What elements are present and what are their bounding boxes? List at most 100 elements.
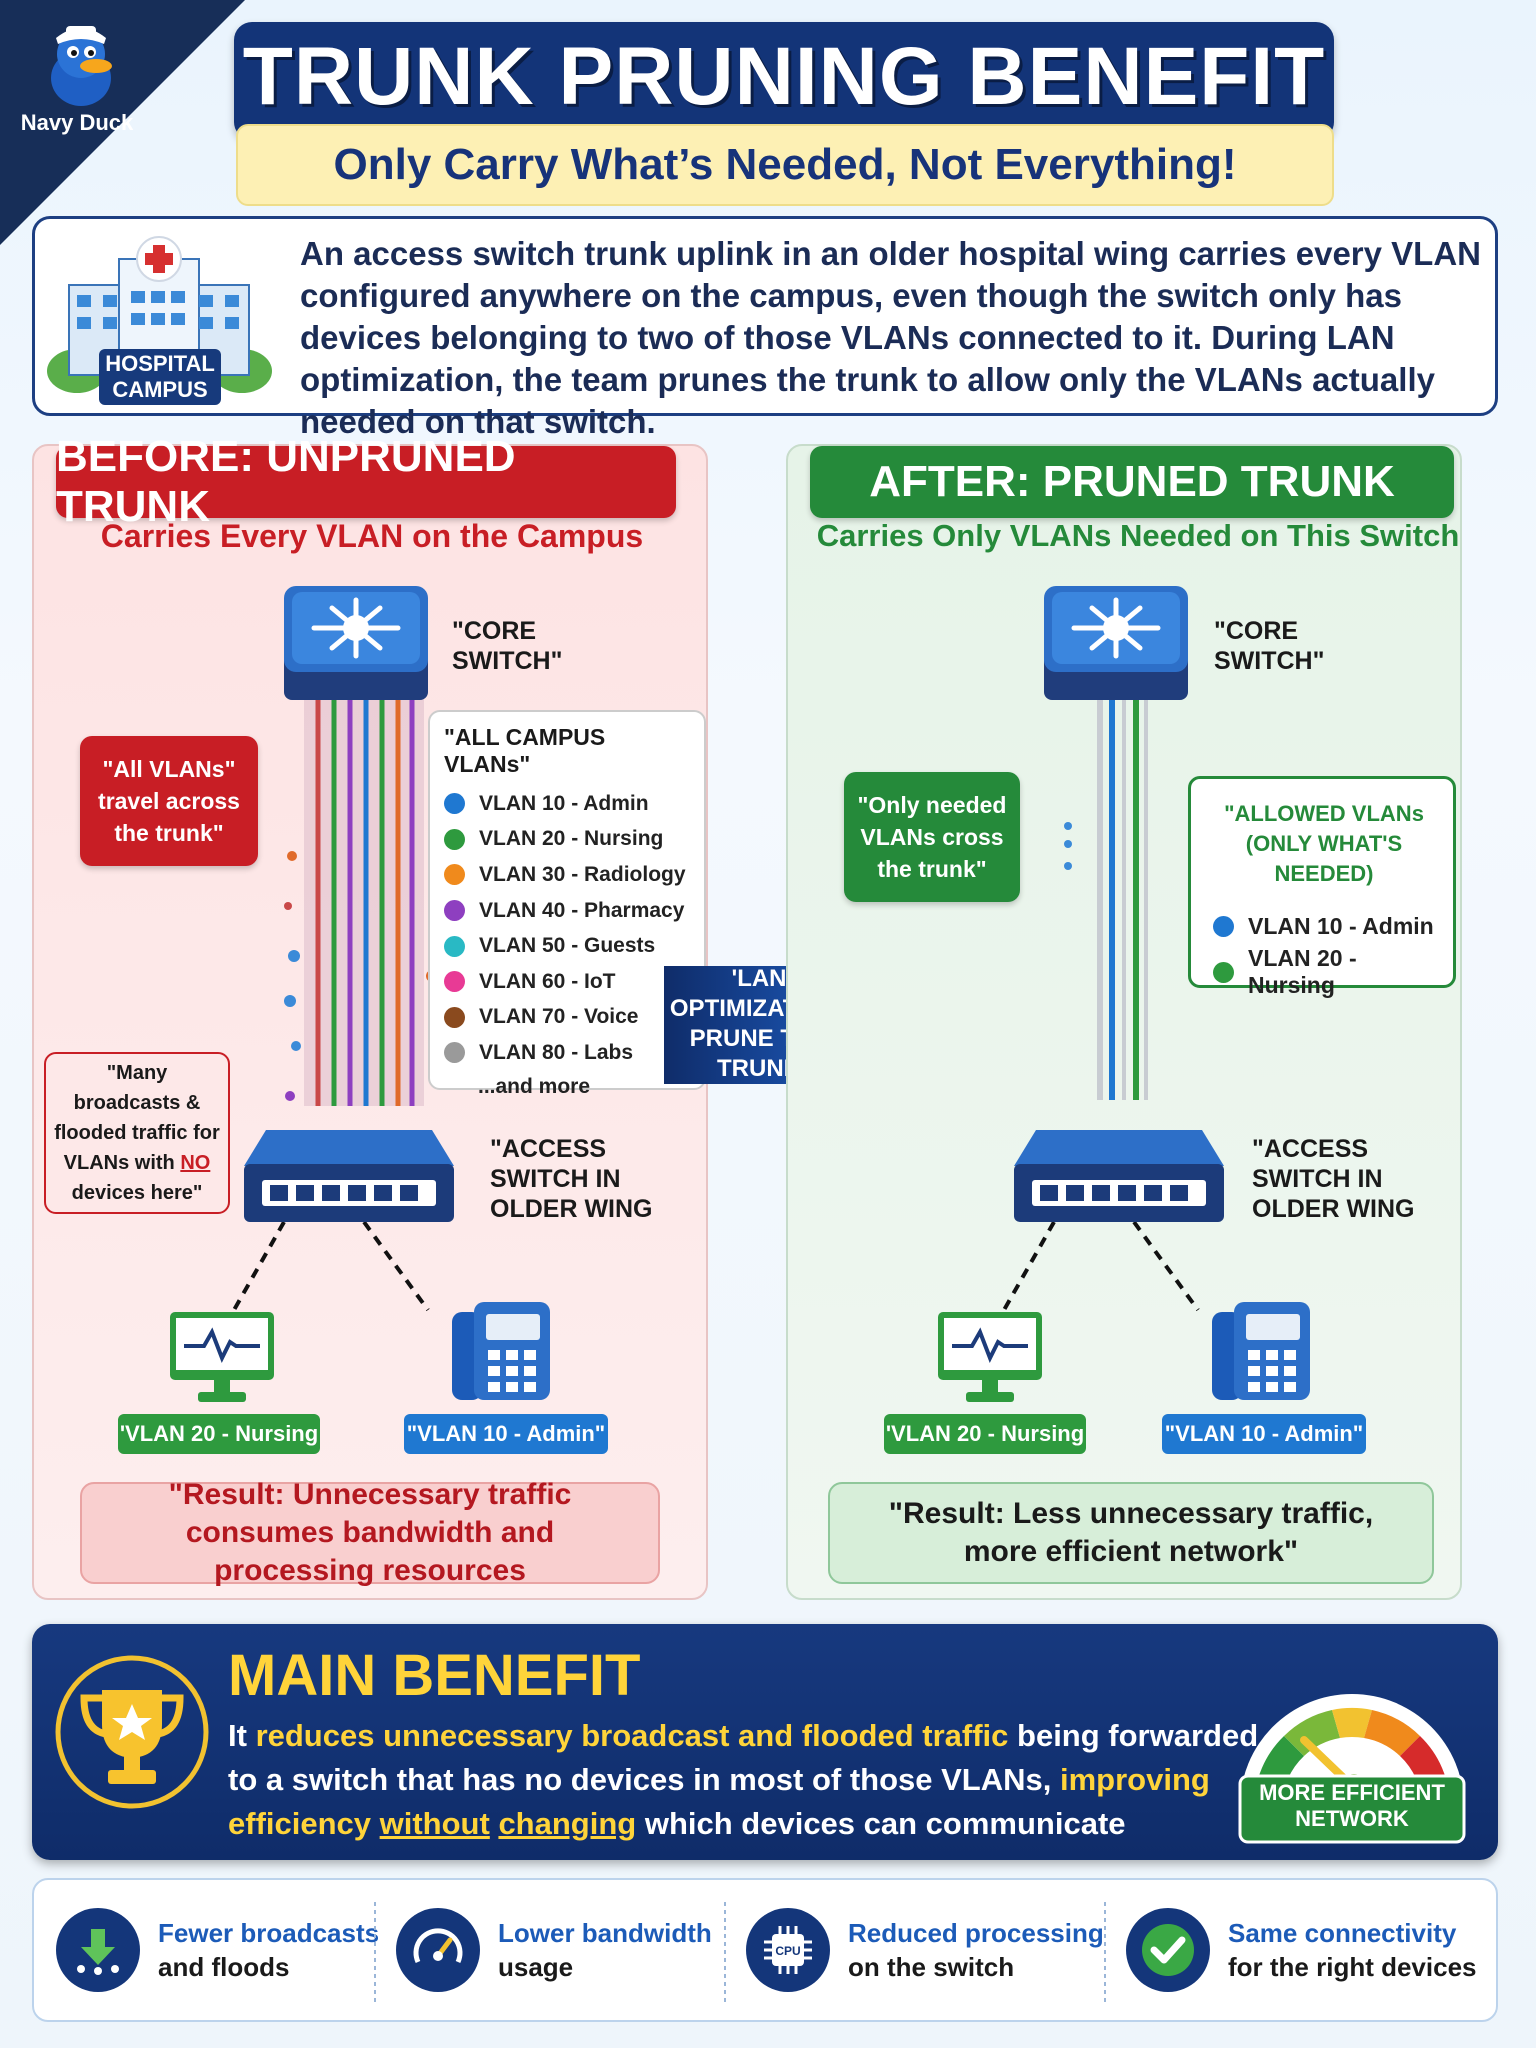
vlan-color-dot <box>444 971 465 993</box>
after-device-links <box>1002 1222 1200 1312</box>
before-vlan-row: VLAN 60 - IoT <box>444 964 690 1000</box>
after-nursing-pill: 'VLAN 20 - Nursing <box>884 1414 1086 1454</box>
core-switch-icon <box>1044 586 1188 700</box>
feature-fewer-broadcasts: Fewer broadcasts and floods <box>56 1880 379 2020</box>
vlan-label: VLAN 40 - Pharmacy <box>479 898 685 922</box>
download-arrow-icon <box>56 1908 140 1992</box>
corner-banner <box>0 0 245 245</box>
feature-4-line2: for the right devices <box>1228 1952 1477 1982</box>
unpruned-trunk-lines <box>304 686 424 1106</box>
admin-phone-icon <box>452 1302 550 1400</box>
before-subheading: Carries Every VLAN on the Campus <box>100 518 644 554</box>
vlan-label: VLAN 50 - Guests <box>479 934 656 958</box>
feature-strip: Fewer broadcasts and floods Lower bandwid… <box>32 1878 1498 2022</box>
pruned-packets-icon <box>1064 822 1072 870</box>
benefit-text-highlight-2: improving efficiency <box>228 1762 1210 1841</box>
all-vlans-callout: "All VLANs" travel across the trunk" <box>80 736 258 866</box>
hospital-campus-label: HOSPITAL CAMPUS <box>99 351 221 403</box>
vlan-label: VLAN 10 - Admin <box>1248 912 1434 939</box>
before-vlan-row: VLAN 80 - Labs <box>444 1035 690 1071</box>
feature-1-text: Fewer broadcasts and floods <box>158 1916 379 1984</box>
gauge-label-line2: NETWORK <box>1295 1806 1409 1831</box>
subtitle-banner: Only Carry What’s Needed, Not Everything… <box>236 124 1334 206</box>
cpu-icon: CPU <box>746 1908 830 1992</box>
after-core-switch-label: "CORE SWITCH" <box>1214 616 1324 676</box>
hospital-icon <box>47 236 272 405</box>
vlan-color-dot <box>1213 961 1234 983</box>
before-device-links <box>232 1222 430 1312</box>
vlan-label: VLAN 30 - Radiology <box>479 862 686 886</box>
feature-3-line1: Reduced processing <box>848 1918 1104 1948</box>
vlan-label: VLAN 80 - Labs <box>479 1040 634 1064</box>
vlan-color-dot <box>444 935 465 957</box>
after-core-label-line1: "CORE <box>1214 617 1299 645</box>
main-benefit-box: MAIN BENEFIT It reduces unnecessary broa… <box>32 1624 1498 1860</box>
before-nursing-pill: 'VLAN 20 - Nursing <box>118 1414 320 1454</box>
page-title: TRUNK PRUNING BENEFIT <box>242 31 1326 122</box>
before-vlan-row: VLAN 70 - Voice <box>444 1000 690 1036</box>
gauge-label: MORE EFFICIENT NETWORK <box>1244 1780 1460 1832</box>
hospital-label-line2: CAMPUS <box>112 377 208 402</box>
duck-mascot-icon <box>51 26 112 106</box>
feature-same-connectivity: Same connectivity for the right devices <box>1126 1880 1477 2020</box>
vlan-color-dot <box>444 828 465 850</box>
benefit-text-1: It <box>228 1718 256 1753</box>
before-access-label-line2: SWITCH IN <box>490 1165 621 1193</box>
trophy-icon <box>55 1655 209 1809</box>
intro-text: An access switch trunk uplink in an olde… <box>300 235 1482 440</box>
feature-4-line1: Same connectivity <box>1228 1918 1457 1948</box>
vlan-label: VLAN 60 - IoT <box>479 969 616 993</box>
feature-2-line2: usage <box>498 1952 574 1982</box>
before-access-label-line1: "ACCESS <box>490 1135 607 1163</box>
vlan-label: VLAN 70 - Voice <box>479 1005 639 1029</box>
feature-1-line2: and floods <box>158 1952 290 1982</box>
after-panel: AFTER: PRUNED TRUNK Carries Only VLANs N… <box>786 444 1462 1600</box>
intro-box: HOSPITAL CAMPUS An access switch trunk u… <box>32 216 1498 440</box>
allowed-title-line1: "ALLOWED VLANs <box>1224 801 1424 826</box>
before-heading: BEFORE: UNPRUNED TRUNK <box>56 432 676 531</box>
feature-1-line1: Fewer broadcasts <box>158 1918 380 1948</box>
before-vlan-row: VLAN 10 - Admin <box>444 786 690 822</box>
benefit-text-3: which devices can communicate <box>636 1806 1126 1841</box>
after-access-label-line1: "ACCESS <box>1252 1135 1369 1163</box>
before-vlan-row: VLAN 20 - Nursing <box>444 822 690 858</box>
after-access-switch-label: "ACCESS SWITCH IN OLDER WING <box>1252 1134 1415 1224</box>
before-core-switch-label: "CORE SWITCH" <box>452 616 562 676</box>
vlan-list-more: ...and more <box>478 1074 591 1098</box>
hospital-label-line1: HOSPITAL <box>105 351 215 376</box>
after-admin-pill: "VLAN 10 - Admin" <box>1162 1414 1366 1454</box>
after-access-label-line2: SWITCH IN <box>1252 1165 1383 1193</box>
pruned-trunk-lines <box>1097 700 1148 1100</box>
nursing-pc-icon <box>938 1312 1042 1402</box>
before-core-label-line1: "CORE <box>452 617 537 645</box>
benefit-text-2: being forwarded to a switch that has no … <box>228 1718 1259 1797</box>
before-vlan-row: VLAN 40 - Pharmacy <box>444 893 690 929</box>
vlan-color-dot <box>444 1042 465 1064</box>
before-access-label-line3: OLDER WING <box>490 1195 653 1223</box>
flooded-packets-icon <box>284 851 440 1101</box>
after-core-label-line2: SWITCH" <box>1214 647 1325 675</box>
allowed-title-line2: (ONLY WHAT'S NEEDED) <box>1245 831 1403 886</box>
broadcast-callout-no: NO <box>180 1152 211 1174</box>
brand-name: Navy Duck <box>20 110 134 135</box>
before-admin-pill: "VLAN 10 - Admin" <box>404 1414 608 1454</box>
gauge-label-line1: MORE EFFICIENT <box>1259 1780 1445 1805</box>
benefit-text-highlight-1: reduces unnecessary broadcast and floode… <box>255 1718 1009 1753</box>
after-vlan-row: VLAN 20 - Nursing <box>1213 945 1435 998</box>
broadcast-callout-end: devices here" <box>71 1182 203 1204</box>
vlan-color-dot <box>444 1006 465 1028</box>
only-needed-callout: "Only needed VLANs cross the trunk" <box>844 772 1020 902</box>
allowed-vlans-title: "ALLOWED VLANs (ONLY WHAT'S NEEDED) <box>1213 799 1435 889</box>
benefit-text-changing: changing <box>498 1806 637 1841</box>
vlan-color-dot <box>444 793 465 815</box>
after-subheading: Carries Only VLANs Needed on This Switch <box>816 518 1460 553</box>
access-switch-icon <box>244 1130 454 1222</box>
vlan-color-dot <box>444 864 465 886</box>
vlan-label: VLAN 20 - Nursing <box>479 827 664 851</box>
before-core-label-line2: SWITCH" <box>452 647 563 675</box>
vlan-label: VLAN 10 - Admin <box>479 791 649 815</box>
allowed-vlan-list: "ALLOWED VLANs (ONLY WHAT'S NEEDED) VLAN… <box>1188 776 1456 998</box>
